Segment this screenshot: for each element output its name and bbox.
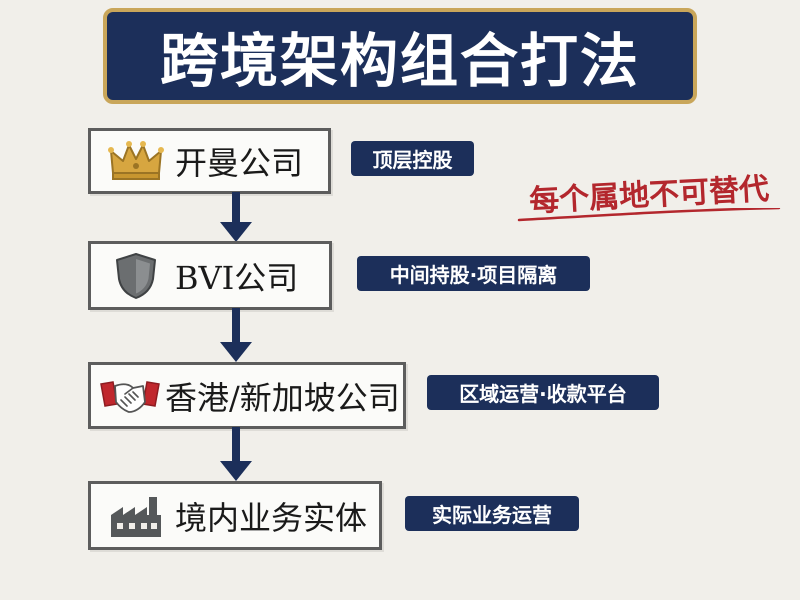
role-tag-domestic: 实际业务运营 bbox=[405, 496, 579, 531]
crown-icon bbox=[105, 136, 167, 186]
level-name: BVI公司 bbox=[175, 258, 299, 297]
arrow-down-icon bbox=[220, 427, 252, 481]
level-box-domestic: 境内业务实体 bbox=[88, 481, 382, 550]
level-name: 开曼公司 bbox=[175, 144, 304, 182]
handshake-icon bbox=[99, 371, 161, 421]
role-tag-cayman: 顶层控股 bbox=[351, 141, 474, 176]
factory-icon bbox=[105, 491, 167, 541]
level-box-hk-sg: 香港/新加坡公司 bbox=[88, 362, 406, 429]
role-tag-hk-sg: 区域运营·收款平台 bbox=[427, 375, 659, 410]
level-box-bvi: BVI公司 bbox=[88, 241, 332, 310]
arrow-down-icon bbox=[220, 308, 252, 362]
underline-stroke bbox=[517, 208, 781, 222]
title-banner: 跨境架构组合打法 bbox=[103, 8, 697, 104]
level-name: 香港/新加坡公司 bbox=[165, 378, 400, 417]
level-box-cayman: 开曼公司 bbox=[88, 128, 331, 194]
page-title: 跨境架构组合打法 bbox=[159, 27, 640, 95]
arrow-down-icon bbox=[220, 192, 252, 242]
shield-icon bbox=[105, 251, 167, 301]
role-tag-bvi: 中间持股·项目隔离 bbox=[357, 256, 590, 291]
side-note: 每个属地不可替代 bbox=[513, 158, 785, 228]
level-name: 境内业务实体 bbox=[175, 498, 368, 537]
